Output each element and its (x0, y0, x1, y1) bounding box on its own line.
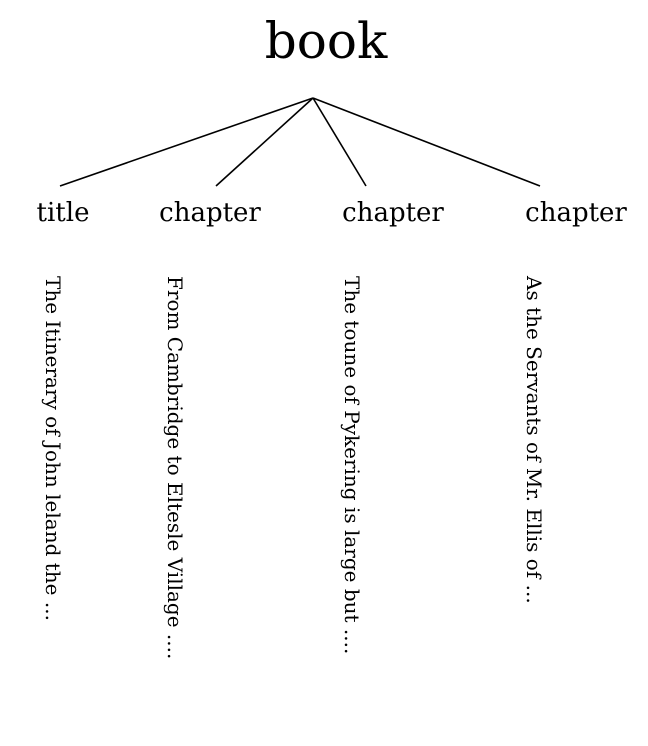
edge-root-to-chapter-2 (312, 97, 367, 187)
edge-root-to-chapter-1 (215, 97, 314, 187)
root-node-book: book (264, 12, 388, 70)
leaf-text-chapter-1: From Cambridge to Eltesle Village .... (163, 276, 187, 660)
edge-root-to-chapter-3 (312, 97, 541, 187)
leaf-text-chapter-3: As the Servants of Mr. Ellis of ... (522, 276, 546, 604)
node-title: title (36, 198, 90, 228)
node-chapter-2: chapter (342, 198, 444, 228)
node-chapter-1: chapter (159, 198, 261, 228)
node-chapter-3: chapter (525, 198, 627, 228)
leaf-text-chapter-2: The toune of Pykering is large but .... (340, 276, 364, 655)
leaf-text-title: The Itinerary of John leland the ... (41, 276, 65, 621)
edge-root-to-title (59, 97, 314, 187)
